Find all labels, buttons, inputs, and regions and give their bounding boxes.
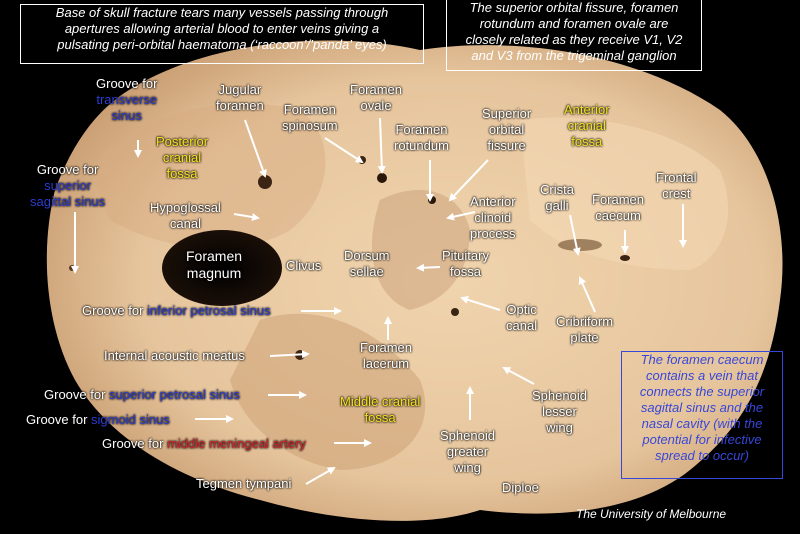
label-groove-middle-meningeal-artery: Groove for middle meningeal artery: [102, 436, 306, 451]
fracture-line-2: apertures allowing arterial blood to ent…: [64, 21, 380, 36]
foramen-magnum-hole: [162, 230, 282, 306]
note-line-4: sagittal sinus and the: [640, 400, 764, 415]
fracture-line-1: Base of skull fracture tears many vessel…: [55, 5, 389, 20]
trigeminal-line-2: rotundum and foramen ovale are: [479, 16, 669, 31]
label-foramen-caecum: Foramen caecum: [592, 192, 645, 223]
label-sphenoid-lesser-wing: Sphenoid lesser wing: [532, 388, 587, 435]
label-foramen-lacerum: Foramen lacerum: [360, 340, 413, 371]
label-groove-inferior-petrosal-sinus: Groove for inferior petrosal sinus: [82, 303, 271, 318]
label-foramen-magnum: Foramen magnum: [186, 248, 243, 281]
label-groove-superior-petrosal-sinus: Groove for superior petrosal sinus: [44, 387, 240, 402]
label-sphenoid-greater-wing: Sphenoid greater wing: [440, 428, 495, 475]
note-line-3: connects the superior: [639, 384, 765, 399]
fracture-info-box: Base of skull fracture tears many vessel…: [20, 4, 424, 64]
label-anterior-cranial-fossa: Anterior cranial fossa: [564, 102, 610, 149]
pointer-arrows: [71, 117, 687, 485]
foramen-caecum-note-box: The foramen caecum contains a vein that …: [621, 351, 783, 479]
label-groove-sigmoid-sinus: Groove for sigmoid sinus: [26, 412, 170, 427]
label-cribriform-plate: Cribriform plate: [556, 314, 614, 345]
note-line-6: potential for infective: [642, 432, 762, 447]
label-frontal-crest: Frontal crest: [656, 170, 697, 201]
label-foramen-rotundum: Foramen rotundum: [394, 122, 449, 153]
label-foramen-ovale: Foramen ovale: [350, 82, 403, 113]
label-crista-galli: Crista galli: [540, 182, 574, 213]
credit-text: The University of Melbourne: [576, 507, 727, 521]
label-clivus: Clivus: [286, 258, 322, 273]
note-line-7: spread to occur): [655, 448, 749, 463]
trigeminal-line-1: The superior orbital fissure, foramen: [469, 0, 679, 15]
label-groove-superior-sagittal-sinus: Groove for superior sagittal sinus: [30, 162, 106, 209]
trigeminal-info-box: The superior orbital fissure, foramen ro…: [446, 0, 702, 71]
label-groove-transverse-sinus: Groove for transverse sinus: [96, 76, 158, 123]
label-hypoglossal-canal: Hypoglossal canal: [150, 200, 221, 231]
label-superior-orbital-fissure: Superior orbital fissure: [482, 106, 532, 153]
note-line-5: nasal cavity (with the: [641, 416, 763, 431]
label-anterior-clinoid-process: Anterior clinoid process: [470, 194, 516, 241]
label-foramen-spinosum: Foramen spinosum: [282, 102, 338, 133]
label-tegmen-tympani: Tegmen tympani: [196, 476, 292, 491]
label-diploe: Diploe: [502, 480, 539, 495]
label-dorsum-sellae: Dorsum sellae: [344, 248, 390, 279]
fracture-line-3: pulsating peri-orbital haematoma (‘racco…: [57, 37, 387, 52]
label-optic-canal: Optic canal: [506, 302, 538, 333]
note-line-1: The foramen caecum: [640, 352, 764, 367]
label-posterior-cranial-fossa: Posterior cranial fossa: [156, 134, 209, 181]
trigeminal-line-3: closely related as they receive V1, V2: [465, 32, 683, 47]
label-middle-cranial-fossa: Middle cranial fossa: [340, 394, 421, 425]
trigeminal-line-4: and V3 from the trigeminal ganglion: [471, 48, 677, 63]
label-internal-acoustic-meatus: Internal acoustic meatus: [104, 348, 245, 363]
note-line-2: contains a vein that: [645, 368, 759, 383]
label-jugular-foramen: Jugular foramen: [216, 82, 264, 113]
label-pituitary-fossa: Pituitary fossa: [442, 248, 489, 279]
